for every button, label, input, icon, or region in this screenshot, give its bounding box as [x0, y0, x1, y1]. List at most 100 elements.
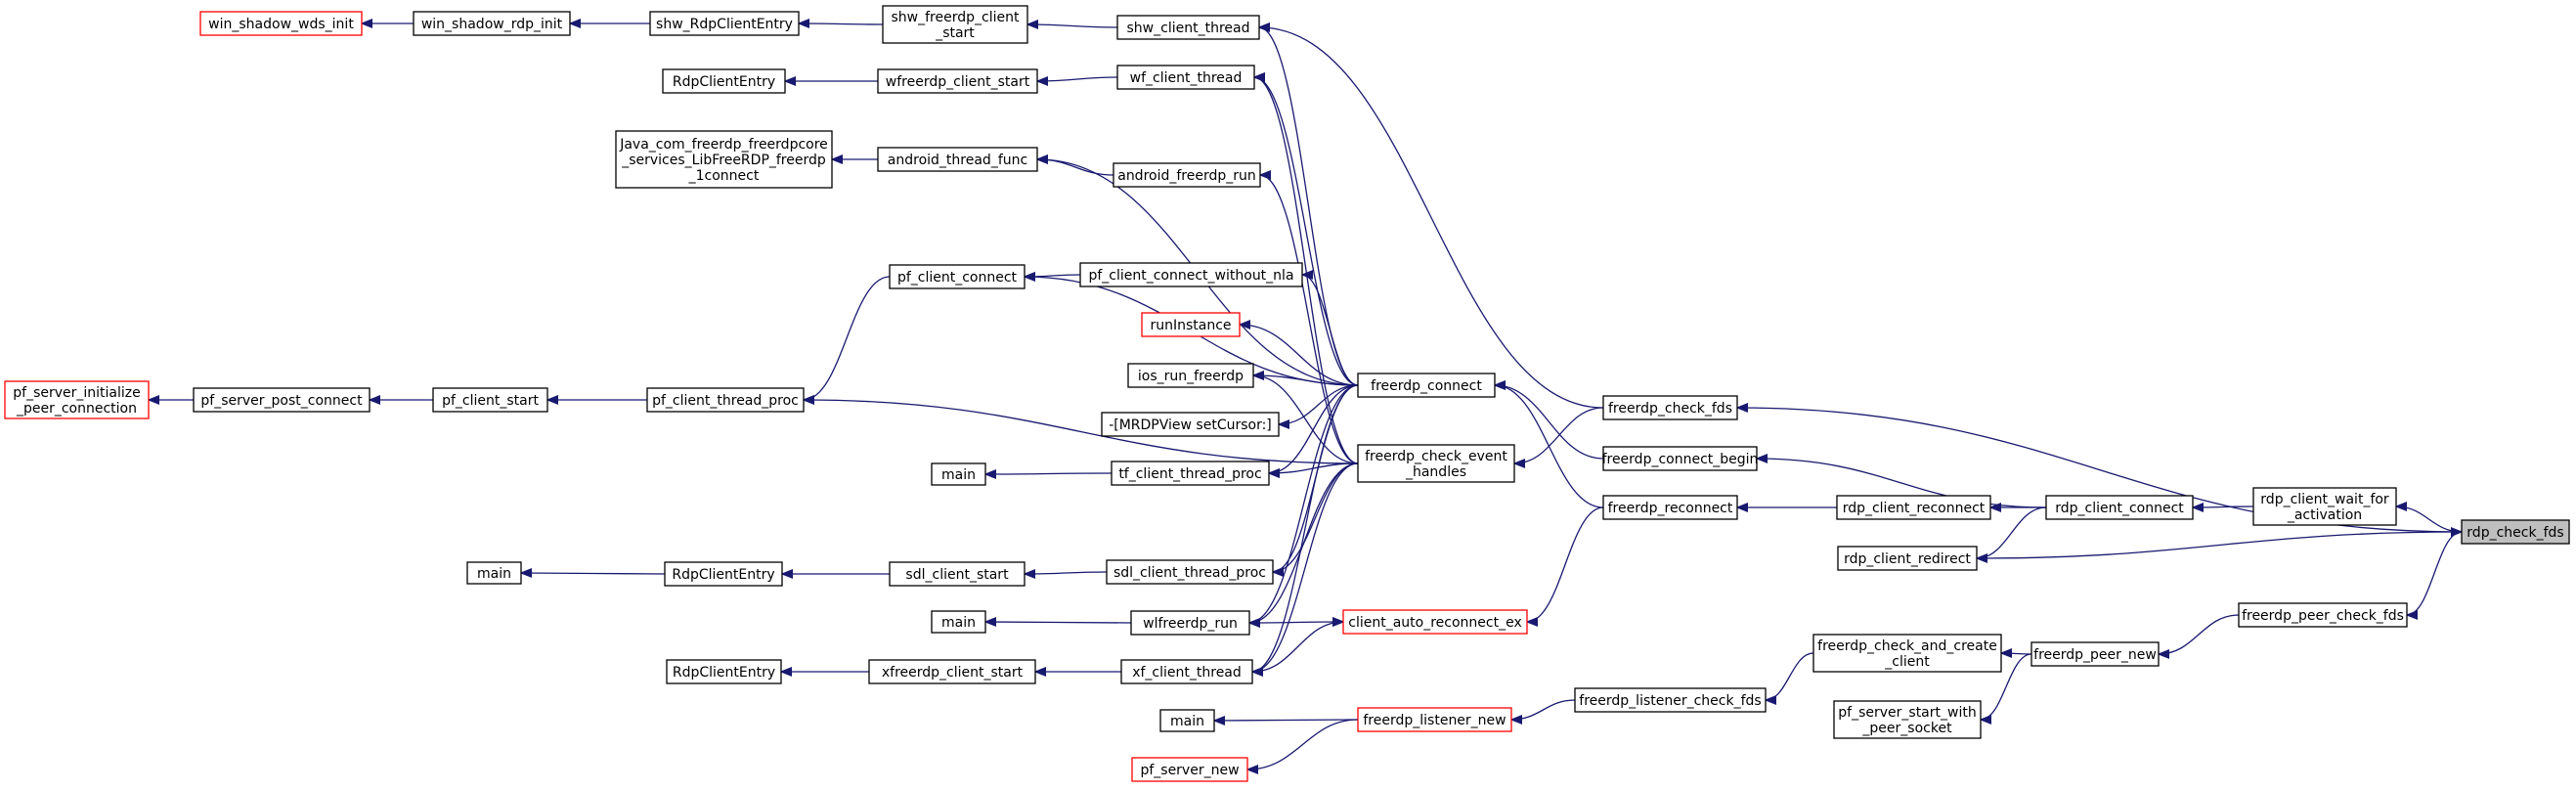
function-node[interactable]: freerdp_check_and_create_client: [1812, 634, 2002, 673]
function-node[interactable]: RdpClientEntry: [662, 68, 786, 94]
call-edge: [521, 573, 666, 574]
function-node[interactable]: freerdp_listener_check_fds: [1574, 687, 1767, 713]
function-node-box: [413, 11, 571, 36]
function-node-box: [1079, 262, 1303, 287]
function-node-label: pf_client_start: [442, 393, 539, 409]
call-edge: [1269, 384, 1359, 473]
function-node-label: shw_RdpClientEntry: [656, 17, 793, 32]
function-node[interactable]: pf_client_start: [432, 387, 548, 413]
function-node[interactable]: shw_freerdp_client_start: [882, 5, 1028, 44]
function-node[interactable]: main: [466, 561, 522, 585]
function-node[interactable]: sdl_client_start: [889, 561, 1026, 587]
function-node[interactable]: freerdp_check_event_handles: [1357, 444, 1515, 483]
function-node-box: [1357, 373, 1496, 398]
call-edge: [804, 400, 1359, 464]
function-node[interactable]: freerdp_check_fds: [1602, 395, 1738, 420]
function-node[interactable]: android_thread_func: [877, 147, 1038, 172]
function-node[interactable]: pf_client_connect: [889, 264, 1026, 289]
function-node[interactable]: shw_RdpClientEntry: [649, 11, 800, 36]
function-node[interactable]: main: [1159, 709, 1215, 732]
call-edge: [2159, 614, 2240, 654]
function-node-box: [931, 462, 986, 486]
call-edge: [1037, 159, 1114, 176]
function-node[interactable]: rdp_check_fds: [2461, 519, 2570, 545]
function-node[interactable]: rdp_client_connect: [2045, 495, 2194, 520]
function-nodes: rdp_check_fds freerdp_check_fds rdp_client…: [4, 5, 2570, 782]
call-edge: [1253, 77, 1359, 386]
function-node-box: [1106, 559, 1274, 585]
function-node-box: [2238, 602, 2408, 628]
function-node[interactable]: pf_server_start_with_peer_socket: [1833, 700, 1982, 739]
function-node[interactable]: wf_client_thread: [1116, 65, 1255, 90]
function-node-label: pf_client_connect_without_nla: [1088, 268, 1293, 284]
function-node-box: [1837, 546, 1978, 571]
function-node[interactable]: freerdp_peer_check_fds: [2238, 602, 2408, 628]
function-node-label: RdpClientEntry: [673, 74, 775, 90]
function-node[interactable]: tf_client_thread_proc: [1111, 461, 1270, 486]
function-node[interactable]: wlfreerdp_run: [1130, 610, 1250, 636]
function-node[interactable]: Java_com_freerdp_freerdpcore_services_Li…: [615, 130, 833, 189]
function-node[interactable]: pf_server_post_connect: [193, 387, 371, 413]
function-node[interactable]: xf_client_thread: [1120, 659, 1253, 684]
function-node[interactable]: pf_server_initialize_peer_connection: [4, 380, 150, 419]
function-node[interactable]: win_shadow_wds_init: [199, 11, 363, 36]
function-node-box: [432, 387, 548, 413]
call-edge: [1526, 506, 1604, 622]
call-edge: [1259, 175, 1359, 464]
function-node-label: freerdp_connect: [1371, 378, 1482, 394]
function-node-box: [1602, 495, 1738, 520]
function-node-box: [1602, 395, 1738, 420]
function-node[interactable]: android_freerdp_run: [1113, 162, 1261, 188]
function-node[interactable]: runInstance: [1141, 312, 1241, 337]
function-node[interactable]: RdpClientEntry: [666, 659, 782, 684]
function-node-box: [466, 561, 522, 585]
function-node[interactable]: freerdp_peer_new: [2030, 641, 2160, 667]
function-node[interactable]: pf_client_thread_proc: [646, 387, 805, 413]
function-node[interactable]: xfreerdp_client_start: [868, 659, 1036, 684]
function-node[interactable]: rdp_client_reconnect: [1836, 495, 1991, 520]
function-node[interactable]: rdp_client_wait_for_activation: [2252, 487, 2397, 526]
function-node[interactable]: pf_client_connect_without_nla: [1079, 262, 1303, 287]
function-node-label: main: [941, 467, 976, 483]
function-node[interactable]: freerdp_connect_begin: [1602, 446, 1759, 471]
function-node[interactable]: client_auto_reconnect_ex: [1342, 609, 1528, 635]
function-node-label: _handles: [1405, 464, 1466, 480]
function-node-box: [868, 659, 1036, 684]
function-node[interactable]: freerdp_connect: [1357, 373, 1496, 398]
function-node[interactable]: main: [931, 610, 986, 634]
function-node-label: Java_com_freerdp_freerdpcore: [619, 137, 828, 153]
function-node-box: [666, 659, 782, 684]
function-node[interactable]: main: [931, 462, 986, 486]
function-node-box: [193, 387, 371, 413]
function-node[interactable]: shw_client_thread: [1116, 15, 1260, 40]
function-node-label: rdp_client_reconnect: [1843, 501, 1986, 516]
function-node[interactable]: freerdp_reconnect: [1602, 495, 1738, 520]
call-edge: [1495, 385, 1604, 508]
function-node-label: pf_server_initialize: [13, 385, 140, 401]
function-node[interactable]: -[MRDPView setCursor:]: [1101, 412, 1280, 437]
function-node-label: android_thread_func: [888, 153, 1027, 168]
call-edge: [1027, 24, 1118, 27]
function-node[interactable]: wfreerdp_client_start: [877, 68, 1038, 94]
function-node-box: [1159, 709, 1215, 732]
function-node[interactable]: pf_server_new: [1131, 757, 1248, 782]
function-node-label: freerdp_check_event: [1365, 449, 1507, 464]
call-edge: [1511, 699, 1576, 720]
function-node-box: [1357, 444, 1515, 483]
function-node-label: freerdp_listener_check_fds: [1579, 693, 1761, 709]
call-edge: [803, 276, 891, 400]
function-node[interactable]: freerdp_listener_new: [1357, 707, 1512, 732]
function-node[interactable]: RdpClientEntry: [664, 561, 783, 587]
function-node-box: [1836, 495, 1991, 520]
call-edge: [1249, 384, 1359, 623]
function-node-box: [1357, 707, 1512, 732]
function-node[interactable]: win_shadow_rdp_init: [413, 11, 571, 36]
function-node[interactable]: sdl_client_thread_proc: [1106, 559, 1274, 585]
function-node-label: win_shadow_wds_init: [208, 17, 354, 32]
function-node-label: -[MRDPView setCursor:]: [1109, 417, 1272, 433]
function-node[interactable]: ios_run_freerdp: [1127, 363, 1254, 388]
function-node[interactable]: rdp_client_redirect: [1837, 546, 1978, 571]
call-edge: [1253, 375, 1359, 386]
function-node-label: rdp_client_wait_for: [2260, 492, 2389, 507]
function-node-label: _client: [1884, 654, 1930, 670]
